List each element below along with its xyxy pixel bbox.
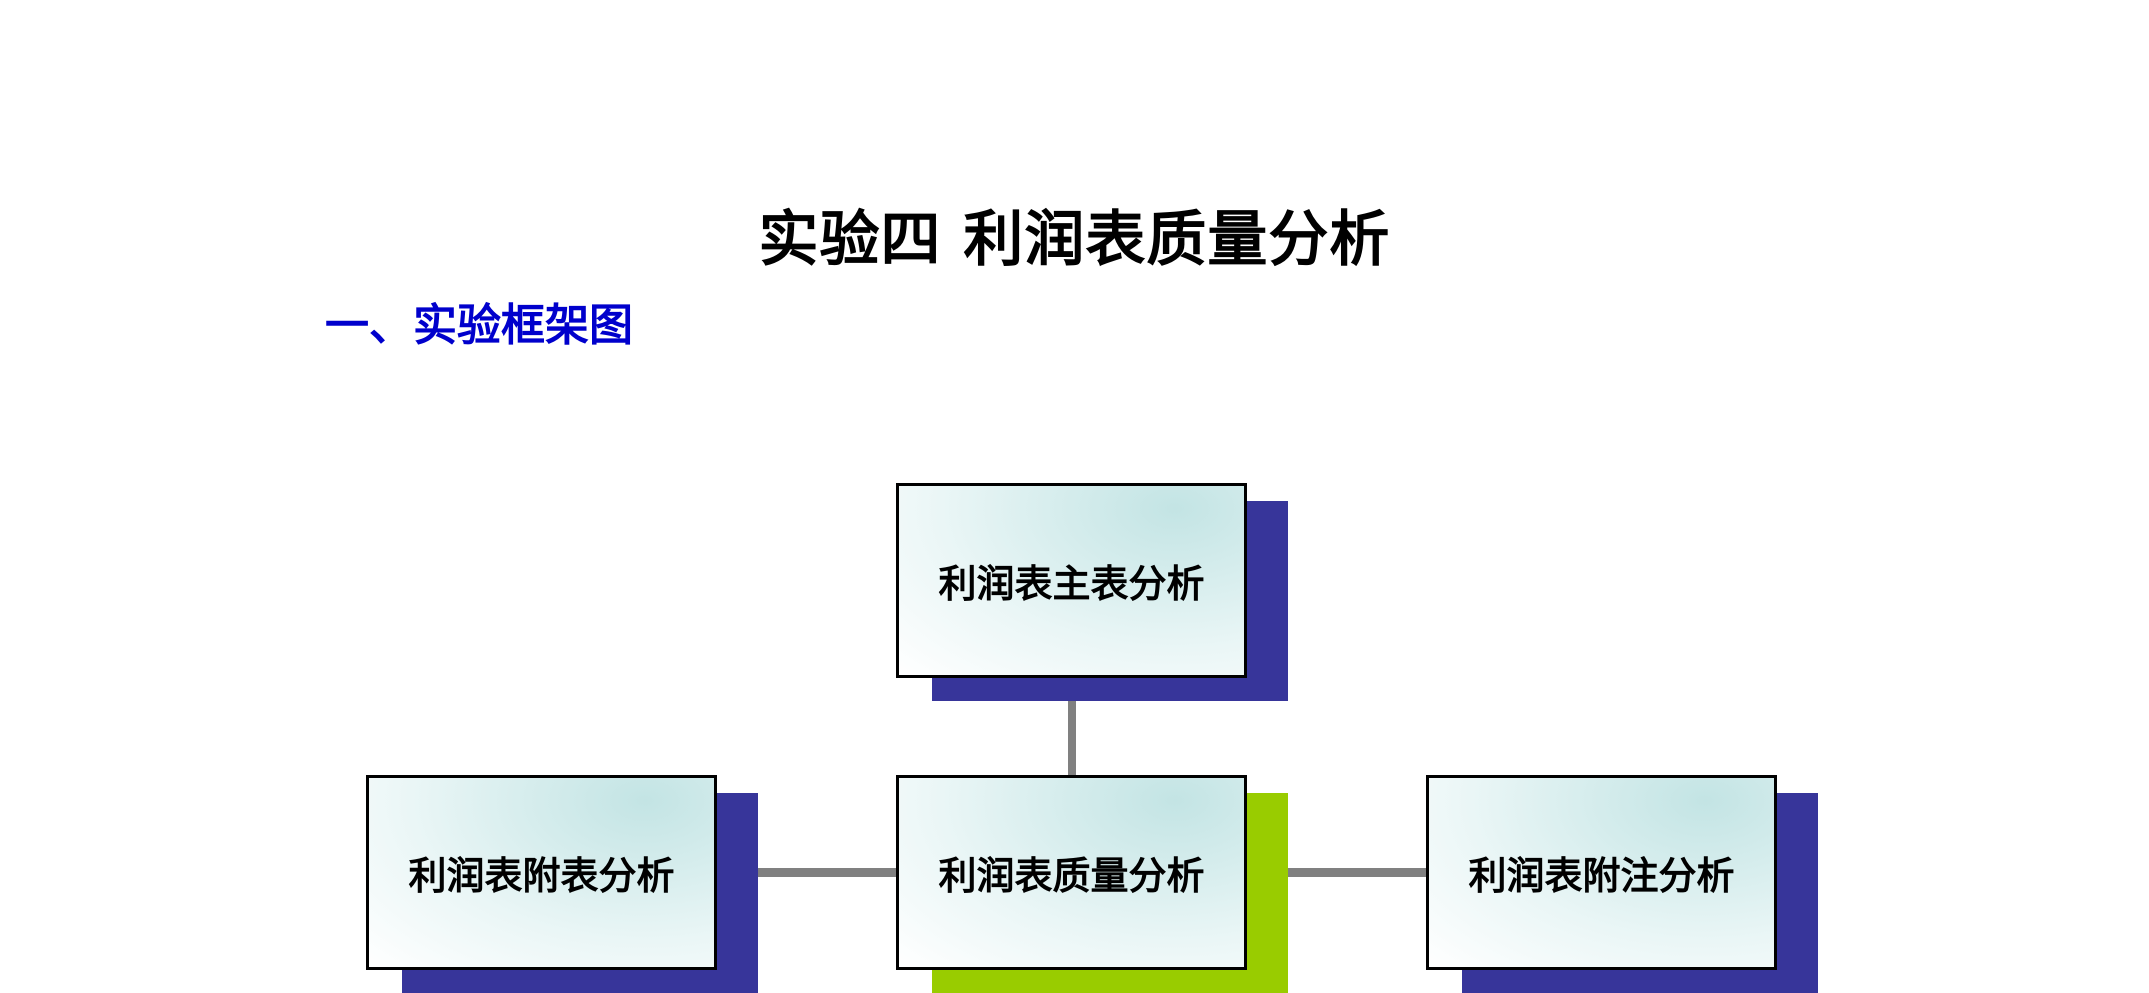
page-title: 实验四 利润表质量分析 <box>758 205 1391 275</box>
connector-center-to-right <box>1288 868 1428 877</box>
node-income-statement-schedule-analysis: 利润表附表分析 <box>366 775 758 993</box>
node-label: 利润表主表分析 <box>938 562 1205 606</box>
node-income-statement-notes-analysis: 利润表附注分析 <box>1426 775 1818 993</box>
node-income-statement-quality-analysis: 利润表质量分析 <box>896 775 1288 993</box>
node-box: 利润表质量分析 <box>896 775 1247 970</box>
section-heading: 一、实验框架图 <box>325 300 633 351</box>
node-box: 利润表附注分析 <box>1426 775 1777 970</box>
node-box: 利润表主表分析 <box>896 483 1247 678</box>
connector-top-to-center <box>1068 700 1076 775</box>
node-box: 利润表附表分析 <box>366 775 717 970</box>
node-income-statement-main-analysis: 利润表主表分析 <box>896 483 1288 701</box>
connector-left-to-center <box>758 868 898 877</box>
node-label: 利润表质量分析 <box>938 854 1205 898</box>
node-label: 利润表附表分析 <box>408 854 675 898</box>
node-label: 利润表附注分析 <box>1468 854 1735 898</box>
